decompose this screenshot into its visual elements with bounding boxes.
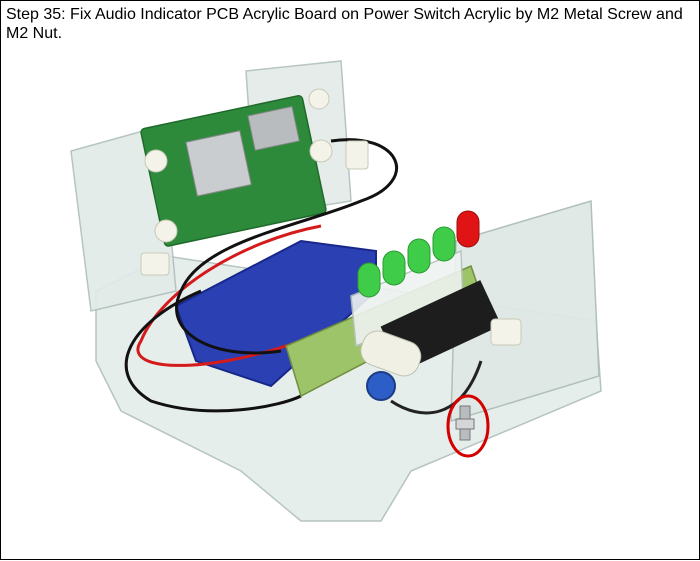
highlight-circle bbox=[446, 394, 490, 458]
potentiometer bbox=[366, 371, 396, 401]
nylon-standoffs bbox=[140, 88, 522, 346]
black-wire-lower bbox=[124, 289, 302, 413]
red-led bbox=[456, 210, 480, 248]
usb-port bbox=[185, 130, 252, 197]
sd-slot bbox=[247, 105, 300, 151]
green-leds bbox=[357, 226, 456, 298]
red-wire bbox=[136, 224, 322, 367]
black-wire-loop bbox=[175, 138, 398, 355]
speaker-cylinder bbox=[360, 330, 422, 377]
right-acrylic-panel bbox=[450, 200, 600, 423]
speaker-kit-photo bbox=[70, 60, 602, 522]
step-caption: Step 35: Fix Audio Indicator PCB Acrylic… bbox=[6, 6, 683, 42]
m2-screw-nut bbox=[455, 405, 475, 441]
black-wire-right bbox=[390, 360, 483, 415]
